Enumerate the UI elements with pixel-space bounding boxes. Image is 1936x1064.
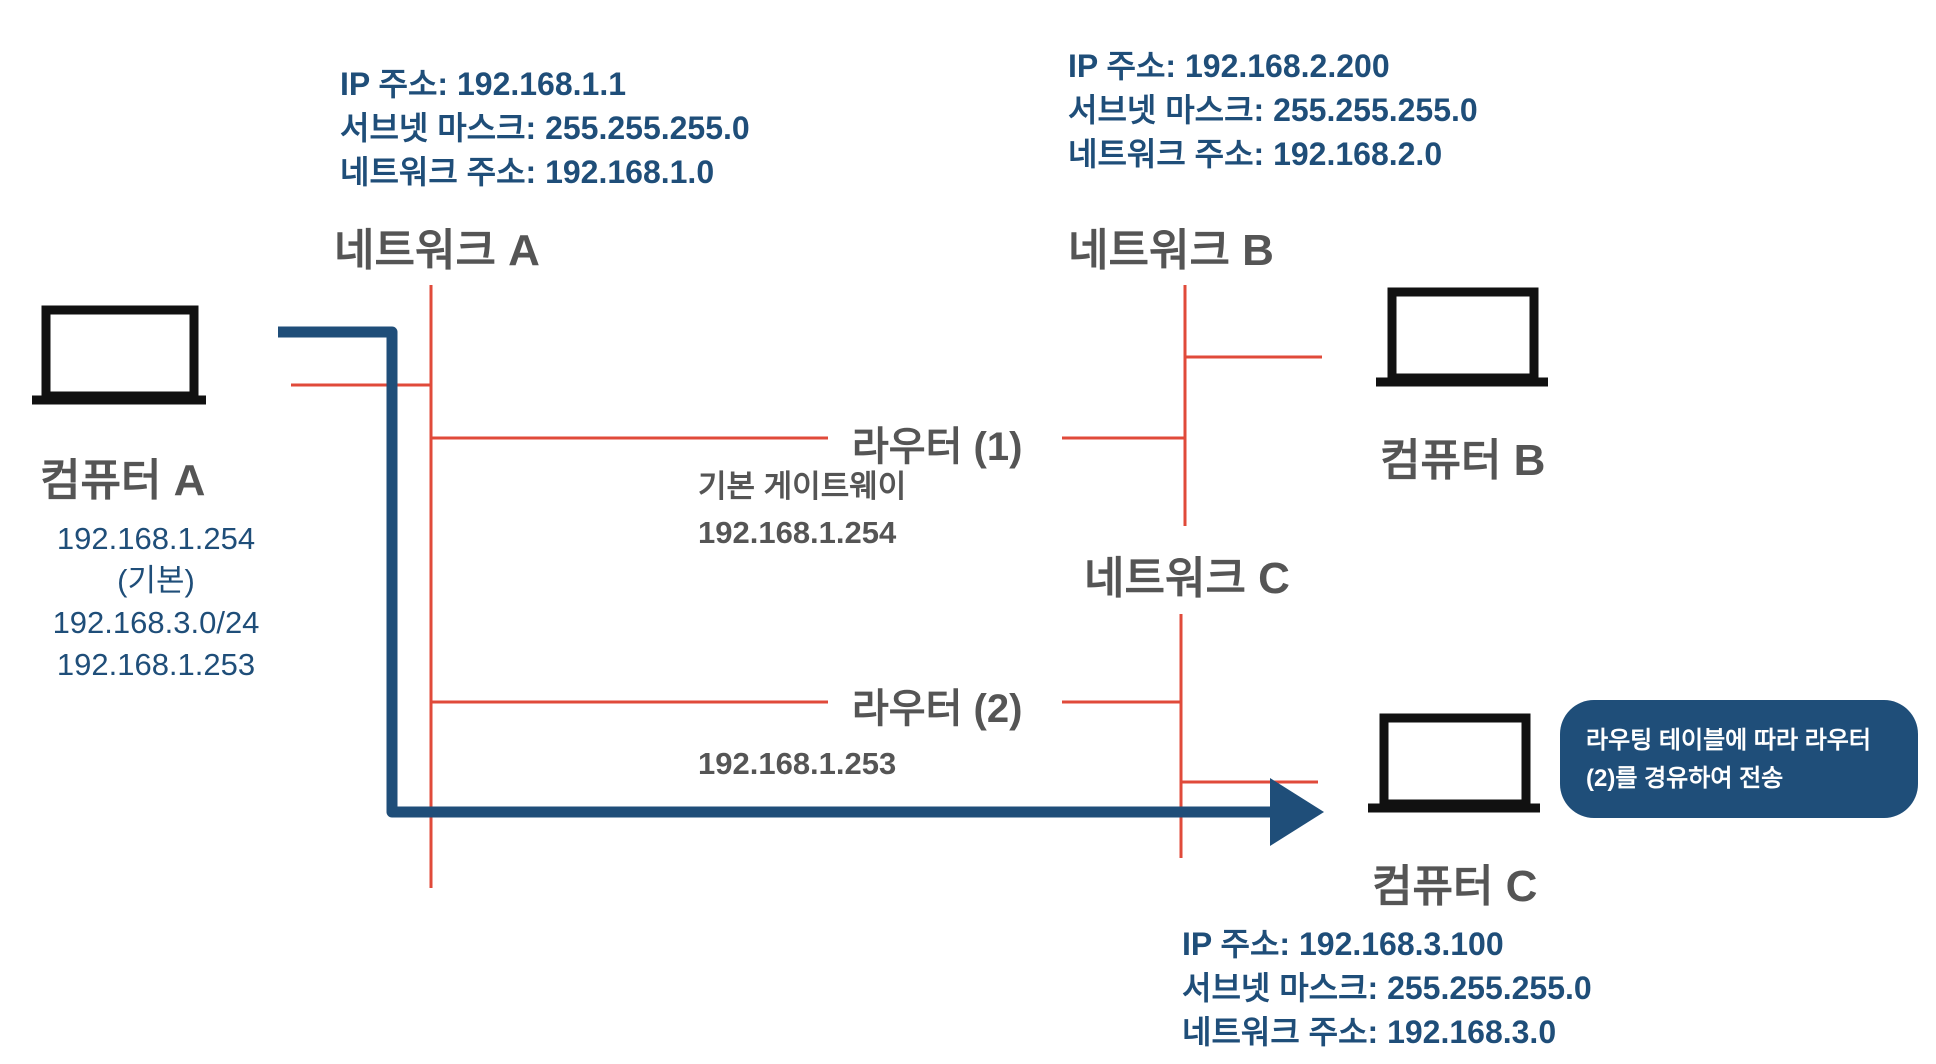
computer-c-laptop-icon <box>1368 713 1540 813</box>
computer-a-routing-table: 192.168.1.254 (기본) 192.168.3.0/24 192.16… <box>30 518 282 686</box>
router-2-ip: 192.168.1.253 <box>698 746 897 781</box>
computer-b-label: 컴퓨터 B <box>1380 436 1546 485</box>
router-1-label: 라우터 (1) <box>852 425 1023 469</box>
network-b-subnet: 서브넷 마스크: 255.255.255.0 <box>1068 92 1478 128</box>
network-a-lines <box>291 285 828 888</box>
routing-destination: 192.168.3.0/24 <box>52 605 260 640</box>
routing-default-note: (기본) <box>117 563 195 598</box>
network-b-label: 네트워크 B <box>1068 226 1274 275</box>
router-1-info: 기본 게이트웨이 192.168.1.254 <box>698 464 906 556</box>
arrow-head-icon <box>1270 778 1324 846</box>
network-a-subnet: 서브넷 마스크: 255.255.255.0 <box>340 110 750 146</box>
computer-a-label: 컴퓨터 A <box>40 456 206 505</box>
computer-c-ip: IP 주소: 192.168.3.100 <box>1182 926 1504 962</box>
callout-line-2: (2)를 경유하여 전송 <box>1586 765 1784 792</box>
router-1-ip: 192.168.1.254 <box>698 515 897 550</box>
computer-c-network-address: 네트워크 주소: 192.168.3.0 <box>1182 1014 1557 1050</box>
network-a-info: IP 주소: 192.168.1.1 서브넷 마스크: 255.255.255.… <box>340 62 750 194</box>
computer-c-subnet: 서브넷 마스크: 255.255.255.0 <box>1182 970 1592 1006</box>
computer-b-laptop-icon <box>1376 287 1548 387</box>
network-c-label: 네트워크 C <box>1084 554 1290 603</box>
computer-c-info: IP 주소: 192.168.3.100 서브넷 마스크: 255.255.25… <box>1182 922 1592 1054</box>
network-a-label: 네트워크 A <box>334 226 540 275</box>
callout-line-1: 라우팅 테이블에 따라 라우터 <box>1586 727 1871 754</box>
network-b-ip: IP 주소: 192.168.2.200 <box>1068 48 1390 84</box>
routing-default-gateway: 192.168.1.254 <box>56 521 256 556</box>
network-b-network-address: 네트워크 주소: 192.168.2.0 <box>1068 136 1443 172</box>
router-2-label: 라우터 (2) <box>852 687 1023 731</box>
routing-callout: 라우팅 테이블에 따라 라우터 (2)를 경유하여 전송 <box>1560 700 1918 818</box>
router-1-gateway-label: 기본 게이트웨이 <box>698 469 907 504</box>
network-a-ip: IP 주소: 192.168.1.1 <box>340 66 627 102</box>
route-path-arrow <box>278 326 1324 846</box>
computer-a-laptop-icon <box>32 305 206 405</box>
computer-c-label: 컴퓨터 C <box>1372 862 1538 911</box>
routing-next-hop: 192.168.1.253 <box>56 647 256 682</box>
network-b-lines <box>1062 285 1322 526</box>
network-a-network-address: 네트워크 주소: 192.168.1.0 <box>340 154 715 190</box>
network-b-info: IP 주소: 192.168.2.200 서브넷 마스크: 255.255.25… <box>1068 44 1478 176</box>
